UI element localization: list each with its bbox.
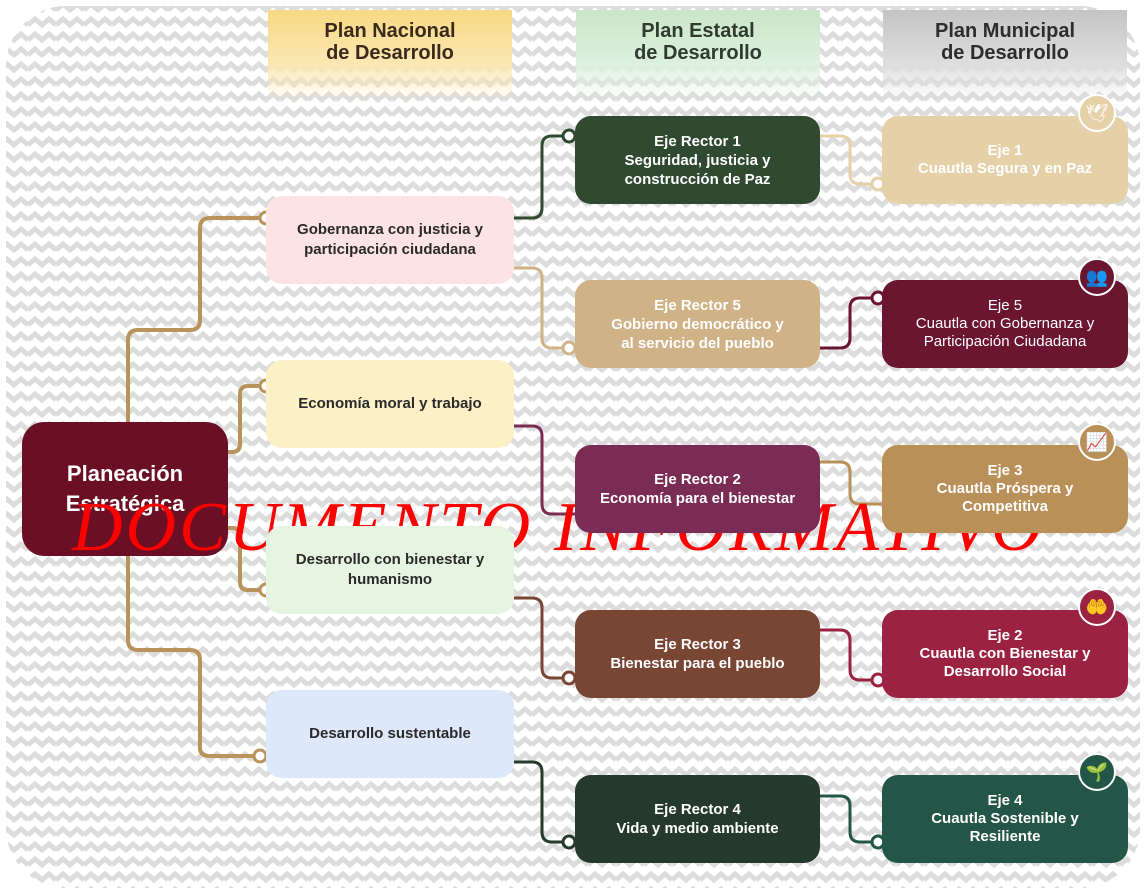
nacional-box-3-line: humanismo (347, 571, 433, 588)
nacional-box-4-line: Desarrollo sustentable (309, 725, 471, 742)
municipal-box-2-line: Participación Ciudadana (923, 333, 1087, 350)
estatal-box-3-line: Economía para el bienestar (599, 490, 796, 507)
municipal-box-1-line: Cuautla Segura y en Paz (917, 160, 1093, 177)
estatal-box-2-line: Eje Rector 5 (654, 296, 741, 314)
municipal-box-5-line: Eje 4 (987, 792, 1023, 809)
nacional-box-3-line: Desarrollo con bienestar y (295, 551, 485, 568)
municipal-box-1-line: Eje 1 (987, 142, 1023, 159)
estatal-box-5: Eje Rector 4 Vida y medio ambiente (575, 775, 820, 863)
municipal-box-4-line: Eje 2 (987, 627, 1023, 644)
people-icon: 👥 (1078, 258, 1116, 296)
nacional-box-2-line: Economía moral y trabajo (298, 395, 482, 412)
estatal-box-5-line: Vida y medio ambiente (616, 820, 779, 837)
nacional-box-3: Desarrollo con bienestar y humanismo (266, 526, 514, 614)
sprout-icon: 🌱 (1078, 753, 1116, 791)
nacional-box-1-line: Gobernanza con justicia y (297, 221, 483, 238)
nacional-box-1: Gobernanza con justicia y participación c… (266, 196, 514, 284)
municipal-box-4-line: Cuautla con Bienestar y (919, 645, 1091, 662)
estatal-box-1-line: Seguridad, justicia y (624, 151, 771, 169)
estatal-box-2-line: Gobierno democrático y (611, 315, 784, 333)
municipal-box-5-line: Cuautla Sostenible y (931, 810, 1079, 827)
municipal-box-5-line: Resiliente (969, 828, 1041, 845)
estatal-box-3-line: Eje Rector 2 (654, 471, 741, 488)
municipal-box-3-line: Competitiva (962, 498, 1048, 515)
nacional-box-4: Desarrollo sustentable (266, 690, 514, 778)
municipal-box-2-line: Eje 5 (987, 297, 1023, 314)
estatal-box-5-line: Eje Rector 4 (654, 801, 741, 818)
municipal-box-2-line: Cuautla con Gobernanza y (915, 315, 1095, 332)
estatal-box-3: Eje Rector 2 Economía para el bienestar (575, 445, 820, 533)
estatal-box-1-line: construcción de Paz (624, 170, 771, 188)
nacional-box-2: Economía moral y trabajo (266, 360, 514, 448)
nacional-box-1-line: participación ciudadana (304, 241, 476, 258)
estatal-box-4-line: Bienestar para el pueblo (610, 655, 785, 672)
estatal-box-4: Eje Rector 3 Bienestar para el pueblo (575, 610, 820, 698)
growth-chart-icon: 📈 (1078, 423, 1116, 461)
municipal-box-3-line: Eje 3 (987, 462, 1023, 479)
estatal-box-4-line: Eje Rector 3 (654, 636, 741, 653)
dove-icon: 🕊 (1078, 94, 1116, 132)
estatal-box-1-line: Eje Rector 1 (654, 132, 741, 150)
estatal-box-2-line: al servicio del pueblo (621, 334, 774, 352)
care-hands-icon: 🤲 (1078, 588, 1116, 626)
municipal-box-3-line: Cuautla Próspera y (936, 480, 1074, 497)
municipal-box-4-line: Desarrollo Social (943, 663, 1067, 680)
